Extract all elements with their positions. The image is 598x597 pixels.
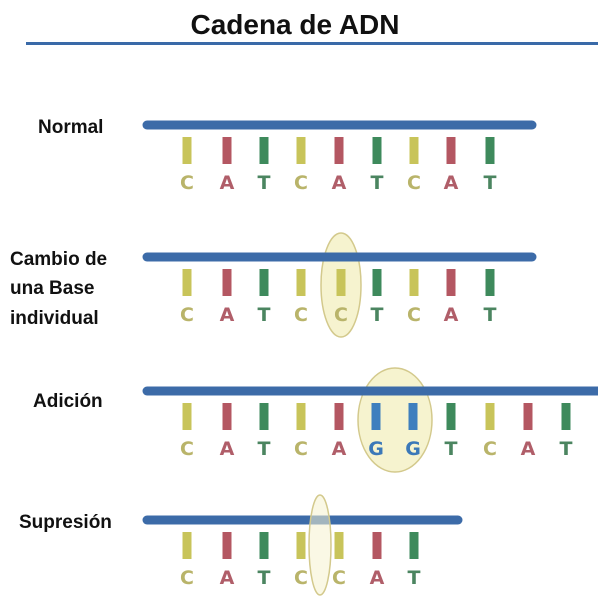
title-underline <box>26 42 598 45</box>
base-bar-A <box>222 269 232 296</box>
base-bar-T <box>259 532 269 559</box>
base-letter: T <box>445 438 458 460</box>
base-letter: C <box>483 438 497 460</box>
base-bar-A <box>222 403 232 430</box>
base-letter: A <box>521 438 536 460</box>
base-bar-A <box>334 137 344 164</box>
row-label: Cambio de <box>10 249 107 270</box>
base-bar-C <box>409 137 419 164</box>
base-letter: T <box>560 438 573 460</box>
base-bar-A <box>222 532 232 559</box>
base-bar-T <box>485 137 495 164</box>
row-label: Adición <box>33 391 103 412</box>
base-letter: A <box>444 304 459 326</box>
base-bar-T <box>259 137 269 164</box>
base-bar-T <box>372 269 382 296</box>
base-letter: A <box>220 304 235 326</box>
base-bar-T <box>446 403 456 430</box>
base-bar-C <box>182 403 192 430</box>
base-letter: C <box>294 172 308 194</box>
base-letter: A <box>220 172 235 194</box>
base-bar-C <box>296 532 306 559</box>
diagram-title: Cadena de ADN <box>190 9 399 40</box>
base-bar-C <box>296 137 306 164</box>
base-letter: A <box>370 567 385 589</box>
base-letter: C <box>332 567 346 589</box>
base-bar-C <box>409 269 419 296</box>
base-bar-G <box>408 403 418 430</box>
base-letter: A <box>444 172 459 194</box>
base-letter: T <box>258 438 271 460</box>
base-letter: C <box>294 304 308 326</box>
base-bar-G <box>371 403 381 430</box>
mutation-highlight-ellipse <box>308 494 332 596</box>
base-bar-C <box>182 532 192 559</box>
base-bar-T <box>561 403 571 430</box>
base-letter: T <box>484 172 497 194</box>
row-label: individual <box>10 308 99 329</box>
row-base-change: Cambio de una Base individual C A T C C T C A T <box>10 232 537 338</box>
base-bar-C <box>182 269 192 296</box>
base-letter: T <box>258 567 271 589</box>
row-label: una Base <box>10 278 94 299</box>
base-bar-C <box>182 137 192 164</box>
base-bar-T <box>372 137 382 164</box>
base-letter: C <box>294 567 308 589</box>
base-bar-C <box>485 403 495 430</box>
base-bar-C <box>336 269 346 296</box>
base-letter: T <box>408 567 421 589</box>
base-letter: C <box>334 304 348 326</box>
base-letter: C <box>180 172 194 194</box>
row-label: Supresión <box>19 512 112 533</box>
base-letter: G <box>368 438 384 460</box>
base-letter: C <box>180 567 194 589</box>
base-letter: T <box>371 304 384 326</box>
base-letter: T <box>371 172 384 194</box>
base-letter: C <box>294 438 308 460</box>
base-letter: C <box>407 304 421 326</box>
base-letter: A <box>220 438 235 460</box>
base-bar-T <box>485 269 495 296</box>
base-bar-A <box>372 532 382 559</box>
base-bar-T <box>259 403 269 430</box>
base-letter: T <box>484 304 497 326</box>
base-bar-T <box>259 269 269 296</box>
base-letter: G <box>405 438 421 460</box>
base-letter: C <box>180 438 194 460</box>
base-bar-C <box>334 532 344 559</box>
base-bar-A <box>523 403 533 430</box>
base-bar-A <box>334 403 344 430</box>
base-letter: A <box>332 438 347 460</box>
base-letter: A <box>220 567 235 589</box>
base-letter: C <box>180 304 194 326</box>
base-bar-T <box>409 532 419 559</box>
base-bar-A <box>446 269 456 296</box>
base-letter: T <box>258 172 271 194</box>
row-label: Normal <box>38 117 103 138</box>
base-bar-A <box>222 137 232 164</box>
base-bar-A <box>446 137 456 164</box>
base-letter: A <box>332 172 347 194</box>
base-bar-C <box>296 403 306 430</box>
base-bar-C <box>296 269 306 296</box>
base-letter: C <box>407 172 421 194</box>
base-letter: T <box>258 304 271 326</box>
